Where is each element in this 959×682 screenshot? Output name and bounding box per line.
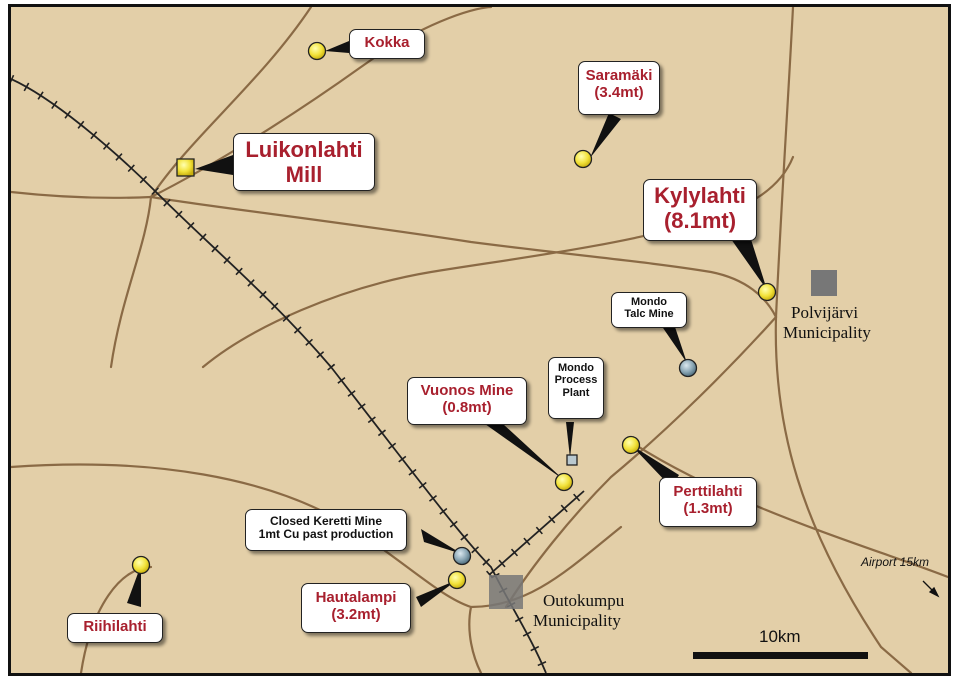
mondo-process-plant-icon <box>566 454 578 466</box>
keretti-line1: Closed Keretti Mine <box>269 514 383 528</box>
luikonlahti-label-line2: Mill <box>285 161 323 187</box>
pointer-keretti <box>421 529 462 554</box>
hautalampi-tonnage: (3.2mt) <box>331 605 381 623</box>
road <box>149 7 313 199</box>
saramaki-deposit-icon <box>573 149 593 169</box>
riihilahti-deposit-icon <box>131 555 151 575</box>
road <box>504 315 778 609</box>
vuonos-tonnage: (0.8mt) <box>442 398 492 416</box>
outokumpu-municipality-icon <box>489 575 523 609</box>
callout-saramaki[interactable]: Saramäki (3.4mt) <box>578 61 660 115</box>
saramaki-name: Saramäki <box>585 67 653 84</box>
hautalampi-deposit-icon <box>447 570 467 590</box>
outokumpu-line1: Outokumpu <box>543 591 625 610</box>
polvijarvi-municipality-icon <box>811 270 837 296</box>
hautalampi-name: Hautalampi <box>315 589 397 606</box>
road <box>109 195 153 369</box>
scale-bar <box>693 652 868 659</box>
callout-mondo-talc-mine[interactable]: Mondo Talc Mine <box>611 292 687 328</box>
saramaki-tonnage: (3.4mt) <box>594 83 644 101</box>
scale-label: 10km <box>759 627 801 646</box>
callout-perttilahti[interactable]: Perttilahti (1.3mt) <box>659 477 757 527</box>
polvijarvi-line1: Polvijärvi <box>791 303 859 322</box>
pointer-mondo-talc <box>661 321 687 363</box>
road <box>11 190 153 199</box>
mondo-plant-line2: Process <box>554 374 598 387</box>
kylylahti-tonnage: (8.1mt) <box>663 207 737 233</box>
kylylahti-name: Kylylahti <box>654 183 746 208</box>
site-markers[interactable] <box>131 41 777 590</box>
mondo-talc-line1: Mondo <box>630 296 668 308</box>
callout-pointers <box>127 41 767 607</box>
pointer-kokka <box>325 41 349 53</box>
polvijarvi-line2: Municipality <box>783 322 871 342</box>
outokumpu-line2: Municipality <box>533 610 621 630</box>
outokumpu-municipality-label: Outokumpu Municipality <box>533 591 624 630</box>
road <box>629 440 948 579</box>
callout-kokka[interactable]: Kokka <box>349 29 425 59</box>
mondo-talc-mine-icon <box>678 358 698 378</box>
riihilahti-label: Riihilahti <box>83 618 147 635</box>
airport-arrow-icon <box>922 580 940 598</box>
callout-kylylahti[interactable]: Kylylahti (8.1mt) <box>643 179 757 241</box>
airport-label: Airport 15km <box>861 555 930 569</box>
map-canvas <box>11 7 948 673</box>
keretti-closed-mine-icon <box>452 546 472 566</box>
callout-mondo-process-plant[interactable]: Mondo Process Plant <box>548 357 604 419</box>
callout-closed-keretti-mine[interactable]: Closed Keretti Mine 1mt Cu past producti… <box>245 509 407 551</box>
kylylahti-deposit-icon <box>757 282 777 302</box>
map-frame: Kokka Luikonlahti Mill Saramäki (3.4mt) … <box>8 4 951 676</box>
mondo-plant-line1: Mondo <box>557 362 595 374</box>
mondo-plant-line3: Plant <box>562 386 590 399</box>
road <box>11 463 623 609</box>
callout-riihilahti[interactable]: Riihilahti <box>67 613 163 643</box>
pointer-vuonos <box>478 412 564 480</box>
perttilahti-name: Perttilahti <box>673 483 743 500</box>
pointer-perttilahti <box>631 445 679 487</box>
callout-vuonos-mine[interactable]: Vuonos Mine (0.8mt) <box>407 377 527 425</box>
pointer-kylylahti <box>731 233 767 290</box>
callout-hautalampi[interactable]: Hautalampi (3.2mt) <box>301 583 411 633</box>
luikonlahti-mill-icon <box>176 158 195 177</box>
mondo-talc-line2: Talc Mine <box>624 308 674 321</box>
vuonos-mine-icon <box>554 472 574 492</box>
road <box>468 605 483 673</box>
railway-branch-line <box>488 490 585 576</box>
kokka-label: Kokka <box>364 34 410 51</box>
pointer-riihilahti <box>127 565 141 607</box>
pointer-saramaki <box>590 113 621 158</box>
railway-main-ties <box>11 74 551 673</box>
pointer-mondo-plant <box>566 422 574 458</box>
perttilahti-deposit-icon <box>621 435 641 455</box>
polvijarvi-municipality-label: Polvijärvi Municipality <box>783 303 871 342</box>
pointer-luikonlahti <box>195 155 233 175</box>
road <box>149 195 778 319</box>
luikonlahti-label-line1: Luikonlahti <box>245 137 363 162</box>
perttilahti-tonnage: (1.3mt) <box>683 499 733 517</box>
vuonos-name: Vuonos Mine <box>420 382 514 399</box>
callout-luikonlahti-mill[interactable]: Luikonlahti Mill <box>233 133 375 191</box>
pointer-hautalampi <box>416 580 457 607</box>
kokka-deposit-icon <box>307 41 327 61</box>
keretti-line2: 1mt Cu past production <box>258 527 394 542</box>
